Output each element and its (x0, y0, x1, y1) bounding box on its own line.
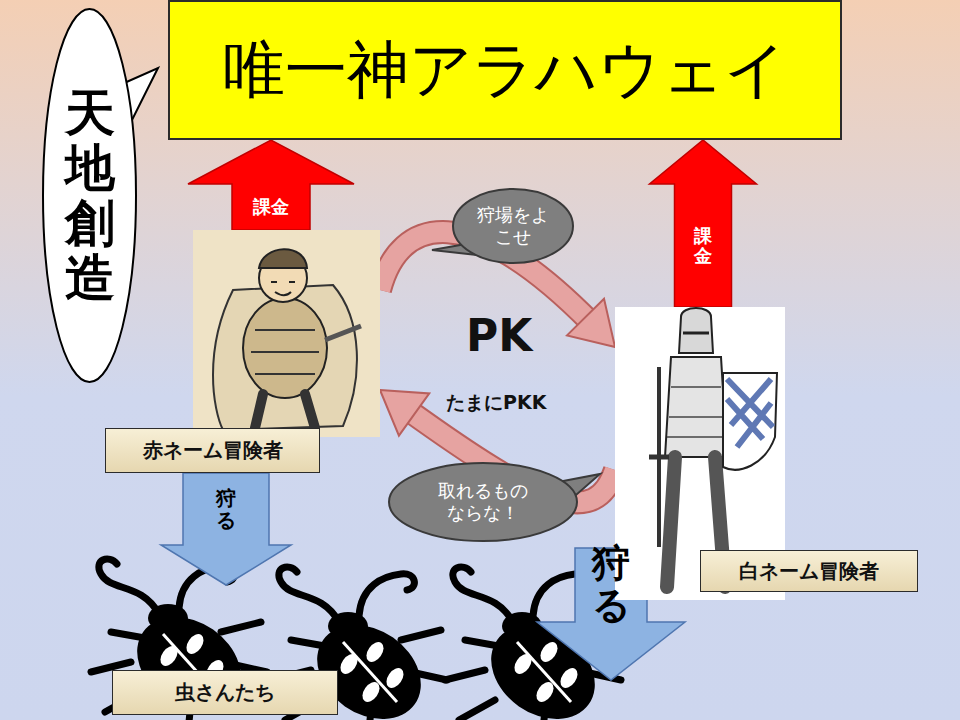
figure-node: 赤ネーム冒険者 (193, 230, 380, 473)
rogue-belt (251, 330, 319, 374)
block-arrow (161, 473, 291, 585)
rogue-face (271, 282, 295, 295)
knight-hilt (649, 455, 669, 460)
block-arrow (650, 140, 757, 307)
title-box: 唯一神アラハウェイ (168, 0, 842, 140)
knight-visor (683, 332, 709, 335)
arrow-label: 課金 (694, 226, 712, 266)
title-text: 唯一神アラハウェイ (223, 28, 787, 112)
plate-text: 赤ネーム冒険者 (143, 437, 283, 464)
speech-bubble: 取れるもの ならな！ (388, 462, 578, 542)
arrow-body (188, 140, 354, 230)
arrow-body (161, 473, 291, 585)
arrow-label: PK (466, 310, 532, 361)
knight-plates (667, 387, 725, 437)
arrow-body (650, 140, 757, 307)
knight-shield (723, 373, 777, 470)
rogue-hat (259, 249, 307, 268)
figure-node: 白ネーム冒険者 (615, 307, 785, 548)
rogue-body (243, 298, 327, 398)
knight-armor (665, 357, 727, 457)
arrow-label: 課金 (253, 195, 289, 219)
bubble-text: 取れるもの ならな！ (433, 480, 533, 525)
bubble-text: 狩場をよ こせ (471, 204, 555, 249)
bubble-outline (43, 9, 136, 382)
rogue-cloak (213, 285, 357, 430)
rogue-figure (193, 230, 380, 437)
speech-bubble: 天地創造 (42, 8, 137, 383)
block-arrow (188, 140, 354, 230)
arrow-label: たまにPKK (446, 390, 546, 416)
knight-helmet (679, 308, 713, 353)
plate-text: 白ネーム冒険者 (739, 558, 879, 585)
arrow-label: 狩る (592, 543, 630, 627)
arrow-head (380, 390, 429, 436)
bubble-outline (453, 189, 573, 263)
plate-text: 虫さんたち (175, 679, 275, 706)
name-plate: 白ネーム冒険者 (700, 550, 918, 592)
picture-ground (193, 230, 380, 437)
knight-shield-pattern (727, 379, 773, 447)
vertical-text: 天地創造 (65, 86, 115, 306)
name-plate: 虫さんたち (112, 670, 338, 715)
bubble-outline (389, 463, 577, 541)
name-plate: 赤ネーム冒険者 (105, 428, 320, 473)
rogue-legs (255, 394, 315, 428)
arrow-label: 狩る (216, 487, 236, 531)
arrow-head (567, 299, 615, 347)
speech-bubble: 狩場をよ こせ (452, 188, 574, 264)
rogue-dagger (325, 326, 361, 340)
